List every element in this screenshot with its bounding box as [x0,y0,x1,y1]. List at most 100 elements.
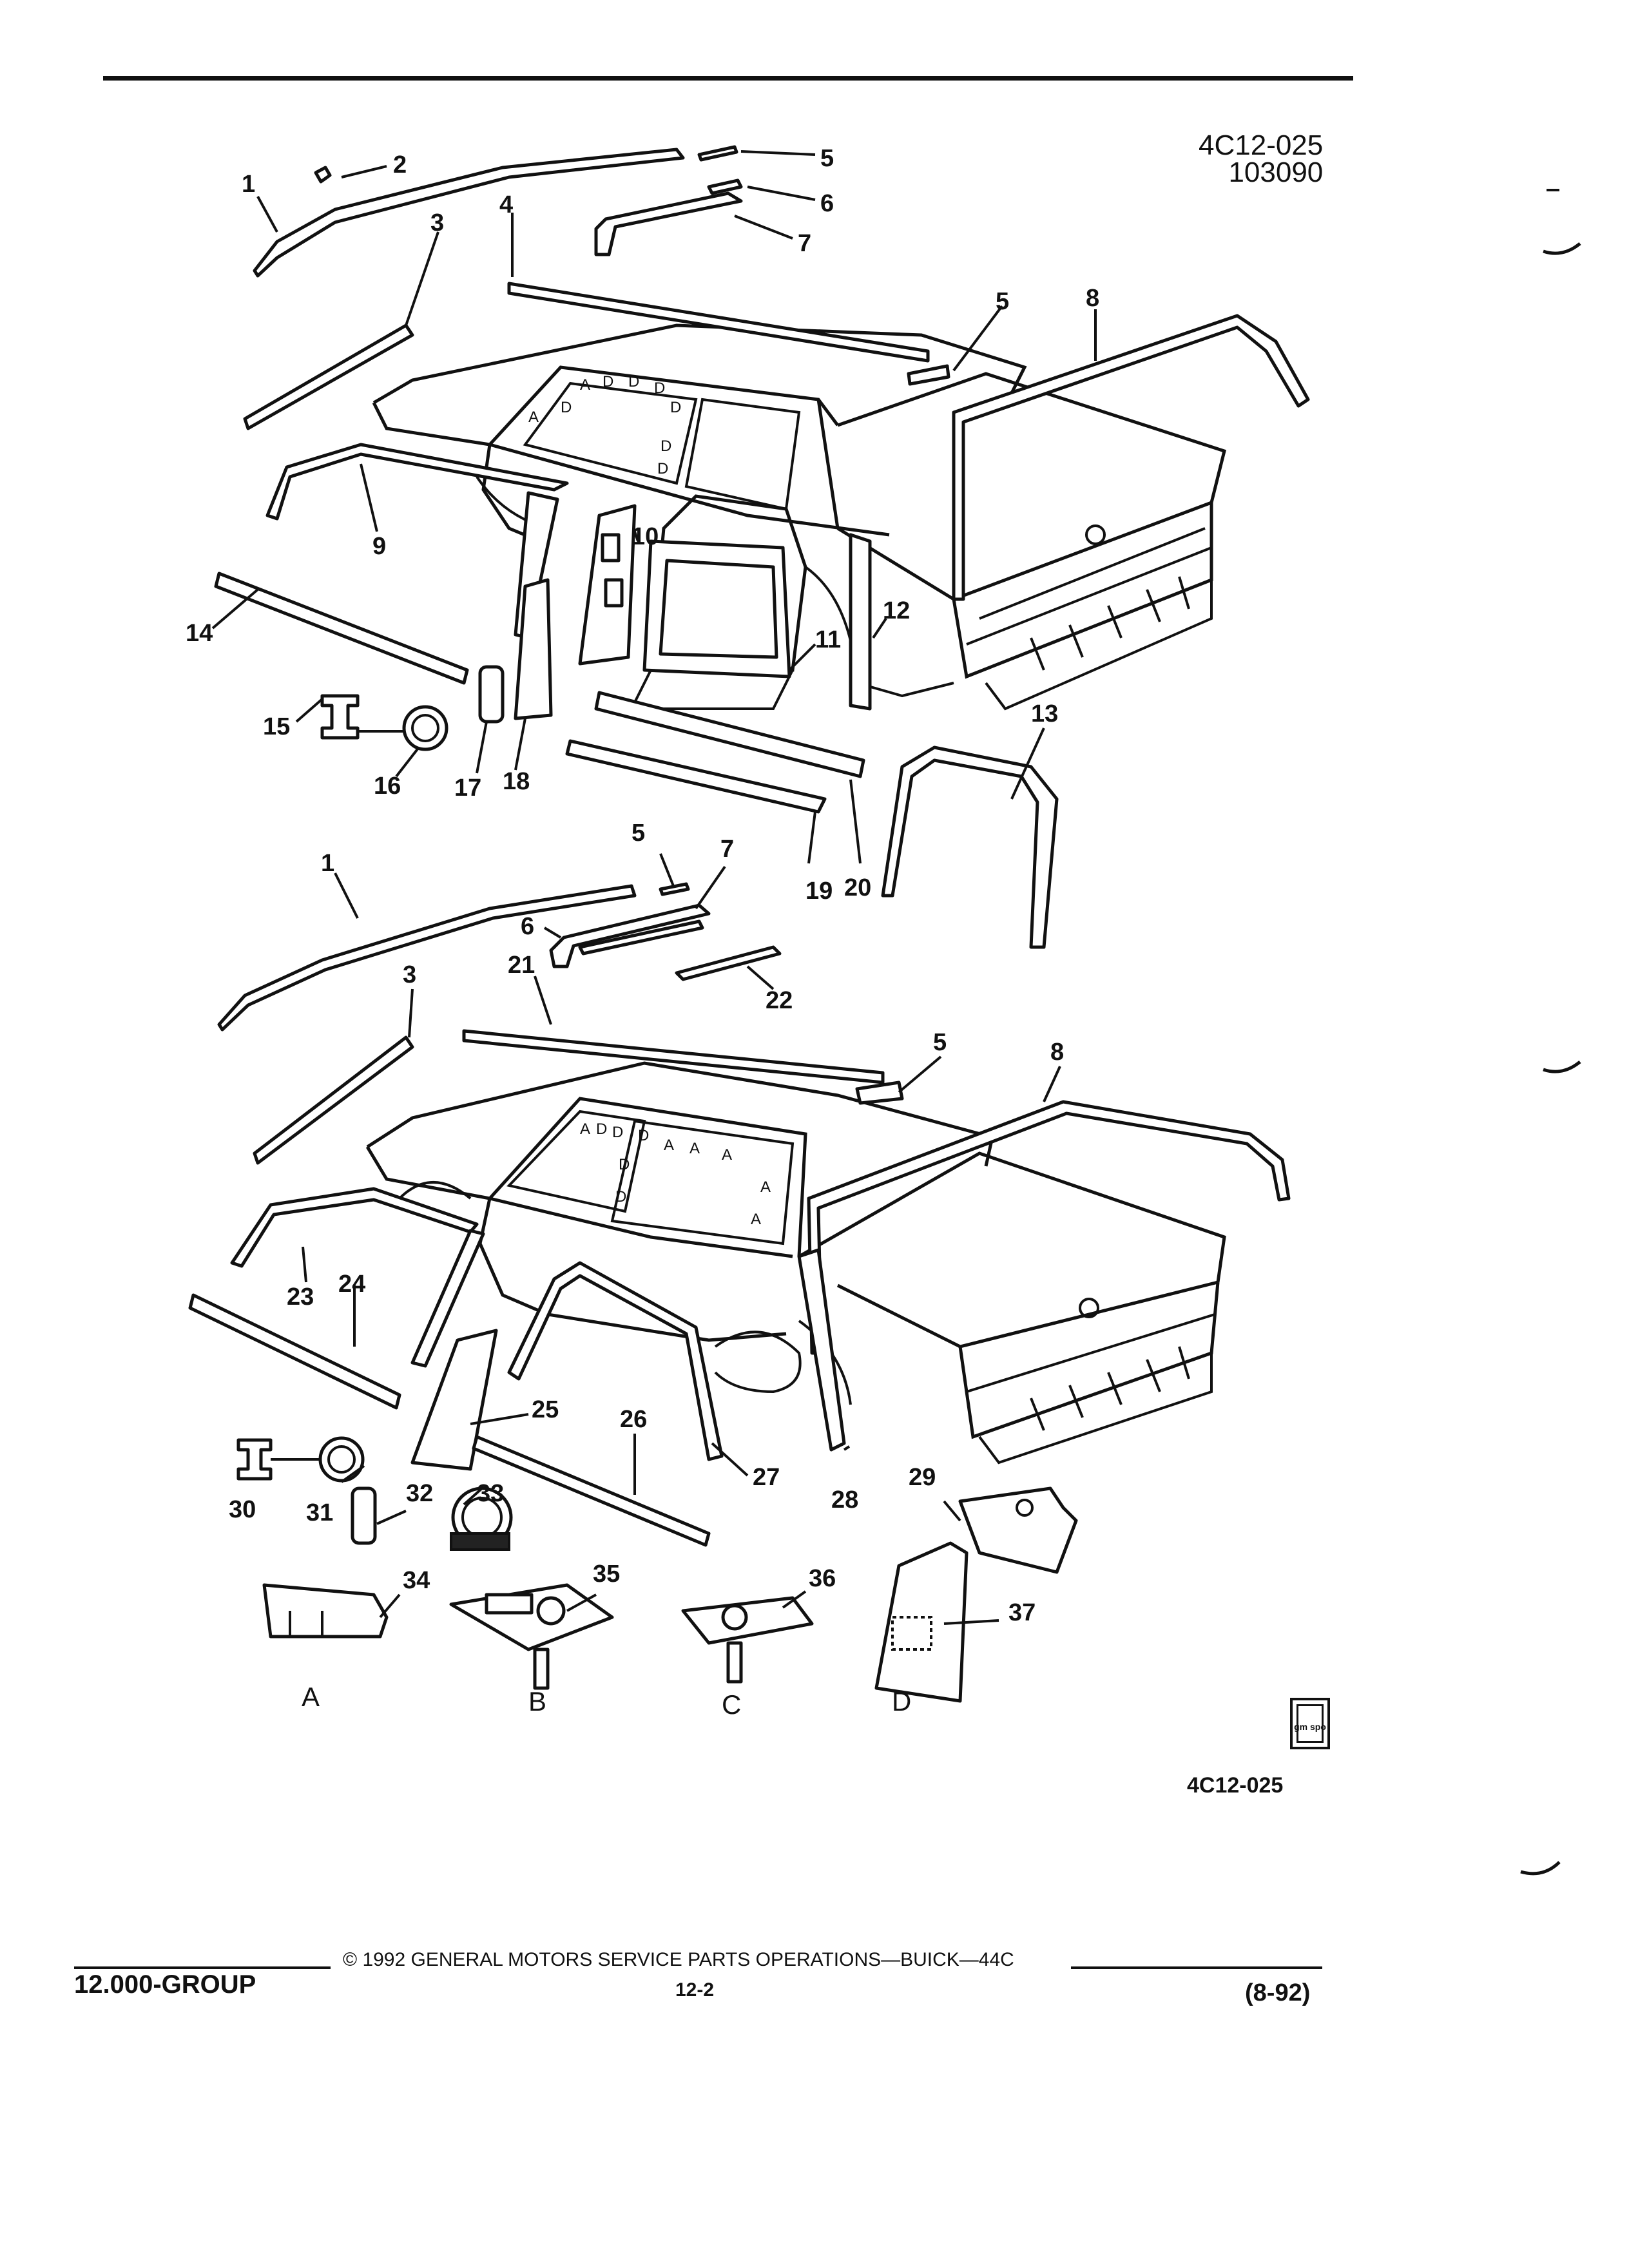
part-11-door-glass [659,559,778,659]
part-16-emblem [402,705,448,751]
illustration-code-block: 4C12-025 103090 [1199,130,1324,188]
part-2-clip [314,166,332,184]
glass-marker: A [664,1137,674,1154]
part-18-applique [514,578,553,720]
date-code: 103090 [1228,157,1324,188]
callout-label: 16 [374,773,401,800]
footer-group: 12.000-GROUP [74,1970,256,1999]
part-10-slot [601,533,621,562]
illustration-footer-code: 4C12-025 [1187,1773,1284,1798]
callout-label: 25 [532,1396,559,1423]
callout-label: 17 [454,774,481,802]
callout-label: 8 [1086,285,1099,312]
callout-label: 24 [338,1271,365,1298]
callout-label: 11 [815,626,841,653]
glass-marker: D [670,399,681,416]
callout-label: 32 [406,1480,433,1507]
part-30-clip [236,1438,273,1481]
part-5-cap [697,145,738,162]
upper-vehicle-body: A A D D D D D D D [372,323,1226,711]
part-7-molding [594,191,743,256]
callout-label: 27 [753,1464,780,1491]
part-14-molding [214,572,469,685]
callout-label: 9 [372,533,386,560]
callout-label: 5 [996,288,1009,315]
glass-marker: D [628,373,639,390]
lower-vehicle-body: A D D D D D A A A A A [365,1061,1226,1465]
callout-label: 12 [883,597,910,624]
part-8-molding [952,314,1310,601]
callout-label: 5 [933,1029,947,1056]
part-6-cap [707,178,743,195]
glass-marker: D [660,437,671,455]
callout-label: 8 [1050,1039,1064,1066]
part-29-bracket [958,1486,1078,1574]
part-6-molding [549,903,711,968]
callout-label: 37 [1008,1599,1036,1626]
callout-label: 1 [242,171,255,198]
glass-marker: D [596,1120,607,1138]
upper-parts [214,145,1310,949]
part-3-molding [253,1035,414,1165]
part-5-cap-rear [907,364,950,386]
callout-label: 10 [631,523,659,550]
lower-callouts: 1 3 5 6 7 21 22 5 8 23 24 25 26 27 28 29… [229,820,1064,1626]
part-17-lamp [478,665,505,724]
part-9-molding [265,443,569,521]
callout-label: 3 [403,961,416,988]
part-35-bolt-head [536,1596,566,1626]
callout-label: 6 [820,190,834,217]
footer-rule-right [1071,1966,1322,1969]
glass-marker: D [615,1188,626,1206]
callout-label: 34 [403,1567,430,1594]
part-1-molding [253,148,685,278]
callout-label: 36 [809,1565,836,1592]
detail-view-letters: A B C D [302,1682,911,1720]
part-35-pad [485,1593,534,1615]
part-15-clip [320,694,360,740]
callout-label: 22 [766,987,793,1014]
detail-view-label: A [302,1682,320,1712]
illustration-code: 4C12-025 [1199,130,1324,161]
callout-label: 30 [229,1496,256,1523]
part-8-molding [807,1100,1291,1355]
part-23-molding [230,1187,479,1268]
detail-view-label: D [892,1686,911,1716]
glass-marker: A [580,376,590,394]
callout-label: 7 [798,230,811,257]
part-12-pillar [849,533,872,711]
callout-label: 20 [844,874,871,901]
upper-callouts: 1 2 3 4 5 6 7 5 8 9 10 11 12 13 14 15 16… [186,145,1099,905]
part-20-sill [594,691,865,778]
callout-label: 5 [631,820,645,847]
callout-label: 31 [306,1499,333,1526]
part-32-lamp [351,1486,377,1545]
part-10-slot [604,578,624,608]
callout-label: 13 [1031,700,1058,727]
glass-marker: D [612,1124,623,1141]
callout-label: 29 [909,1464,936,1491]
glass-marker: D [654,380,665,397]
callout-label: 18 [503,768,530,795]
margin-marks [1520,189,1581,1876]
part-5-cap-rear [855,1081,904,1105]
callout-label: 35 [593,1561,620,1588]
upper-leaders [211,150,1097,864]
glass-marker: D [602,373,613,390]
callout-label: 7 [720,836,734,863]
detail-view-label: B [528,1686,546,1716]
callout-label: 33 [477,1480,504,1507]
part-33-badge [450,1532,510,1551]
lower-leaders [271,853,1061,1625]
glass-marker: D [638,1127,649,1144]
part-27-frame [507,1261,724,1461]
detail-view-label: C [722,1689,741,1720]
part-35-stud [533,1648,550,1690]
callout-label: 19 [805,878,833,905]
callout-label: 28 [831,1486,858,1514]
part-4-molding [507,282,930,363]
glass-marker: D [561,399,572,416]
gm-spo-logo-text: gm spo [1294,1722,1326,1732]
footer-copyright: © 1992 GENERAL MOTORS SERVICE PARTS OPER… [343,1949,1014,1970]
